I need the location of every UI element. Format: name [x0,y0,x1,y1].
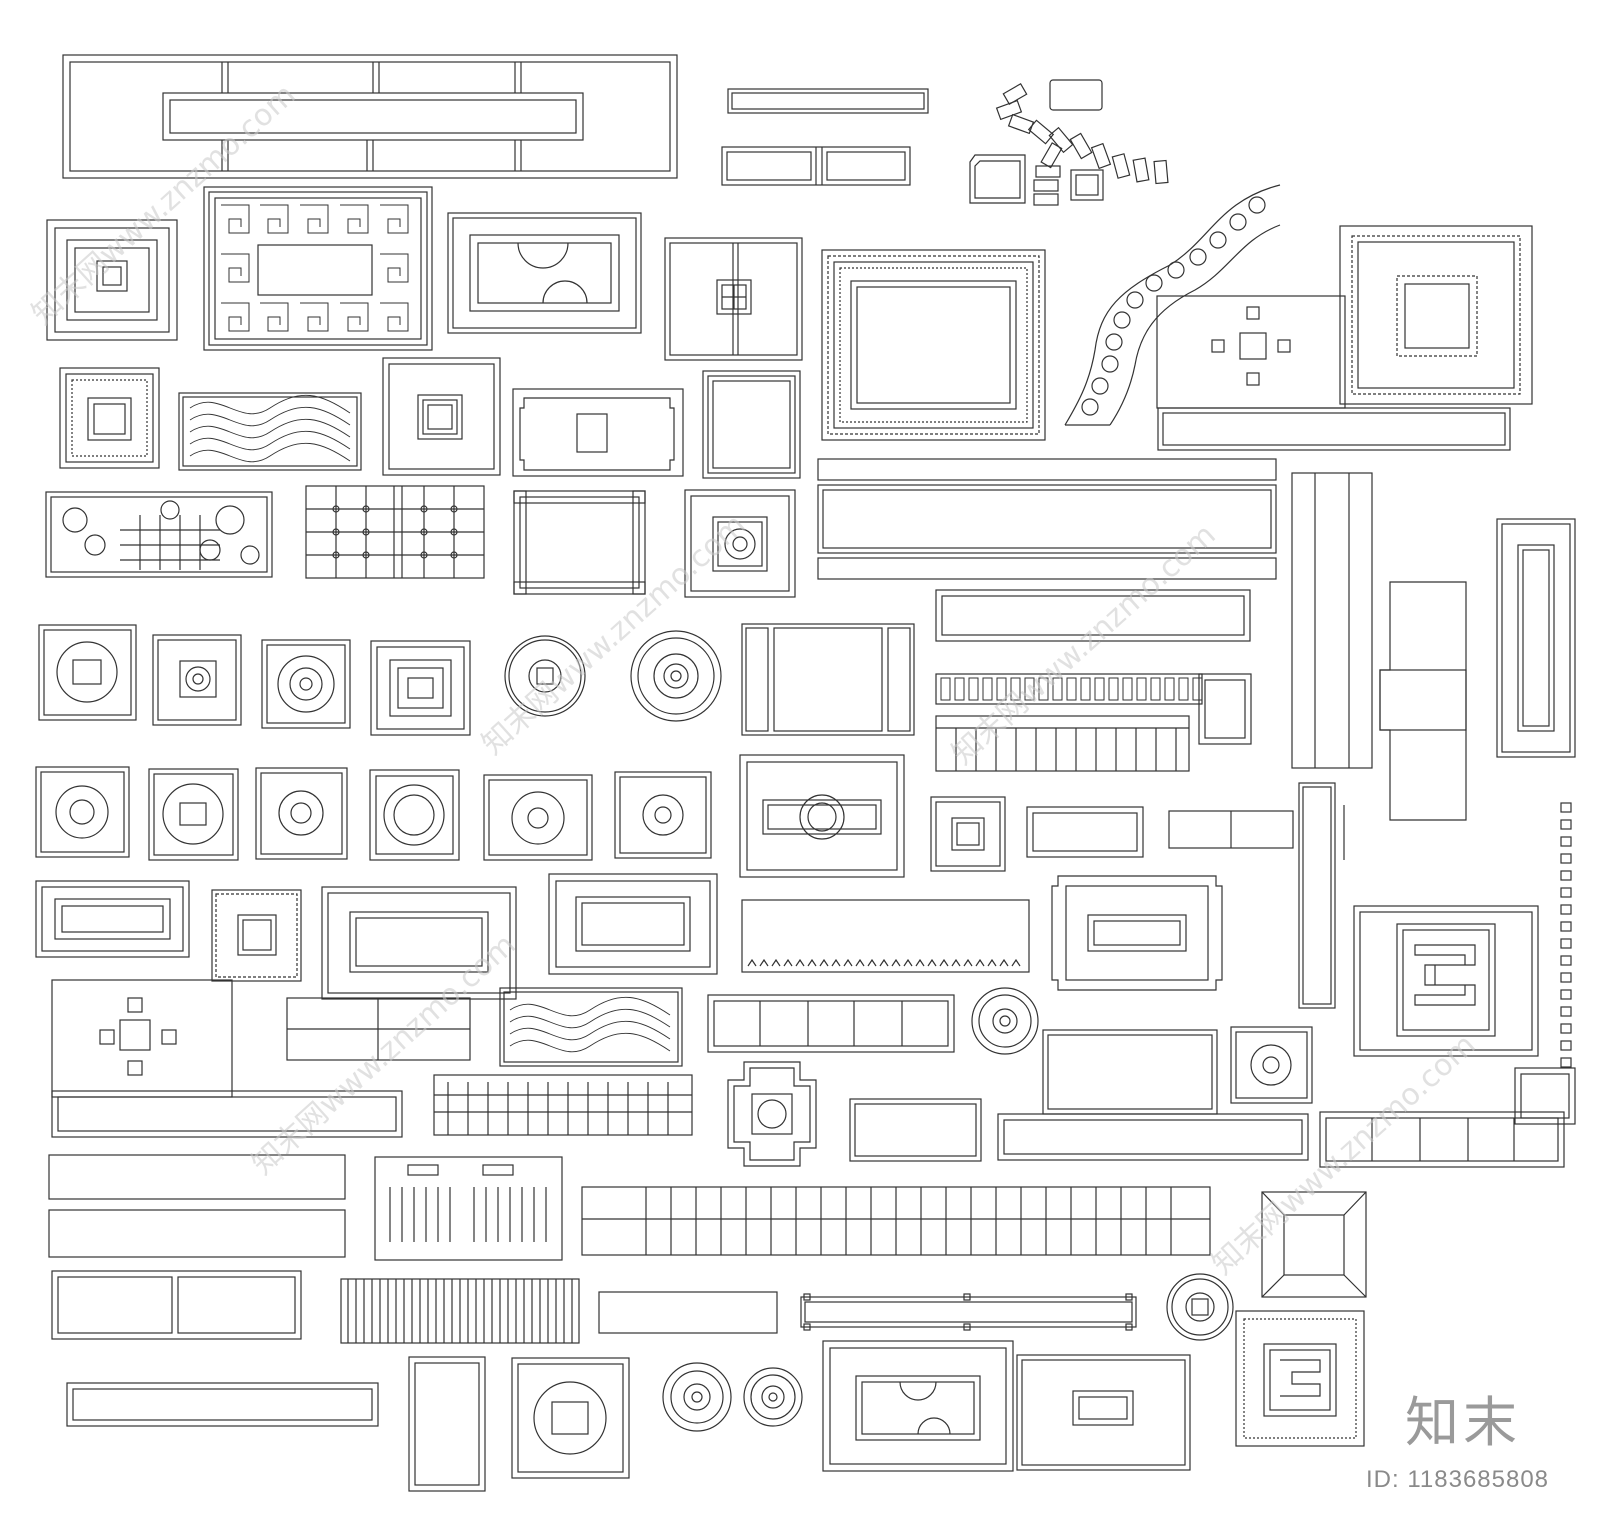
notched-rect-ceiling-2 [1016,1354,1191,1471]
carved-square-panel-5 [255,767,348,860]
long-strip-1 [51,1090,403,1138]
long-lattice-panel [62,54,678,179]
split-box-panel [286,997,471,1061]
three-bay-panel [741,623,915,736]
plain-rect-ceiling [548,873,718,975]
tall-recessed-panel [1496,518,1576,758]
double-box-panel [51,1270,302,1340]
wave-pattern-panel [178,392,362,471]
long-strip-2 [997,1113,1309,1161]
carved-square-panel-4 [148,768,239,861]
stepped-tall-panel [1379,581,1467,821]
floral-grid-panel [45,491,273,578]
four-bay-strip [1319,1111,1565,1168]
brand-mark: 知末 [1405,1391,1521,1454]
small-framed-box [1514,1067,1576,1125]
long-strip-3 [48,1154,346,1258]
ornate-corner-rect-ceiling [1051,875,1223,991]
tiled-seal-square [1235,1310,1365,1447]
fret-border-rect [35,880,190,958]
fret-corner-rect [321,886,517,1000]
round-rosette-4 [743,1367,803,1427]
five-bay-panel [707,994,955,1053]
arc-pattern-panel-2 [822,1340,1014,1472]
dentil-long-panel [741,899,1030,973]
tall-split-panel [1291,472,1373,769]
beveled-square-ceiling [1261,1191,1367,1298]
lattice-square-small [930,796,1006,872]
carved-square-panel-8 [511,1357,630,1479]
slatted-fence-panel [433,1074,693,1136]
round-medallion-1 [504,635,586,717]
round-rosette-1 [630,630,722,722]
id-label: ID: 1183685808 [1366,1466,1550,1493]
beaded-square-frame [211,889,302,982]
fret-pattern-panel [203,186,433,351]
plain-bar-rect [598,1291,778,1334]
carved-rect-panel-2 [614,771,712,859]
corner-framed-ceiling [382,357,501,476]
bead-strip-row [935,673,1203,705]
arc-pattern-panel [447,212,642,334]
beaded-frame-ceiling [821,249,1046,441]
plain-wide-rect [1042,1029,1218,1115]
plain-square-ceiling [702,370,801,479]
fret-strip-vertical [1560,802,1572,1068]
beaded-square-ceiling [1339,225,1533,405]
slatted-bench-plan [374,1156,563,1261]
square-ceiling-plan [46,219,178,341]
small-bar-panel [1026,806,1144,858]
wide-bar-panel [935,589,1251,642]
carved-square-panel-3 [35,766,130,858]
split-bar-panel [1168,810,1294,849]
grid-lamp-panel [305,485,485,579]
track-rail-strip [800,1293,1137,1331]
tall-door-panel [408,1356,486,1492]
table-and-stools-plan [1156,295,1346,409]
pebble-curve-path [1064,184,1281,426]
four-panel-ceiling [664,237,803,361]
lattice-square-panel [59,367,160,469]
medallion-rect-ceiling [739,754,905,878]
cross-shaped-ceiling [727,1061,817,1167]
notched-rectangle-ceiling [512,388,684,477]
round-rosette-3 [662,1362,732,1432]
carved-square-panel-6 [369,769,460,861]
small-square-frame [1198,673,1252,745]
two-row-grid-strip [581,1186,1211,1256]
round-rosette-2 [971,987,1039,1055]
long-strip-4 [66,1382,379,1427]
narrow-bar-panel [727,88,929,114]
slatted-panel-a [935,715,1190,772]
fret-square-panel [370,640,471,736]
small-recessed-rect [849,1098,982,1162]
wave-pattern-panel-2 [499,987,683,1067]
fret-seal-square [1353,905,1539,1057]
ribbed-strip-panel [340,1278,580,1344]
ornate-corner-frame [513,490,646,595]
carved-square-panel-2 [261,639,351,729]
carved-square-panel-7 [1230,1026,1313,1104]
stepping-stone-path [969,79,1169,206]
tall-thin-panel [1298,782,1345,1009]
long-triple-strip [817,458,1277,580]
round-medallion-2 [1166,1273,1234,1341]
wide-strip-panel [1157,407,1511,451]
carved-rect-panel-1 [483,774,593,861]
table-and-stools-plan-2 [51,979,233,1098]
medallion-square-ceiling [684,489,796,598]
double-bar-panel [721,146,911,186]
rosette-square-ceiling [152,634,242,726]
carved-square-panel-1 [38,624,137,721]
